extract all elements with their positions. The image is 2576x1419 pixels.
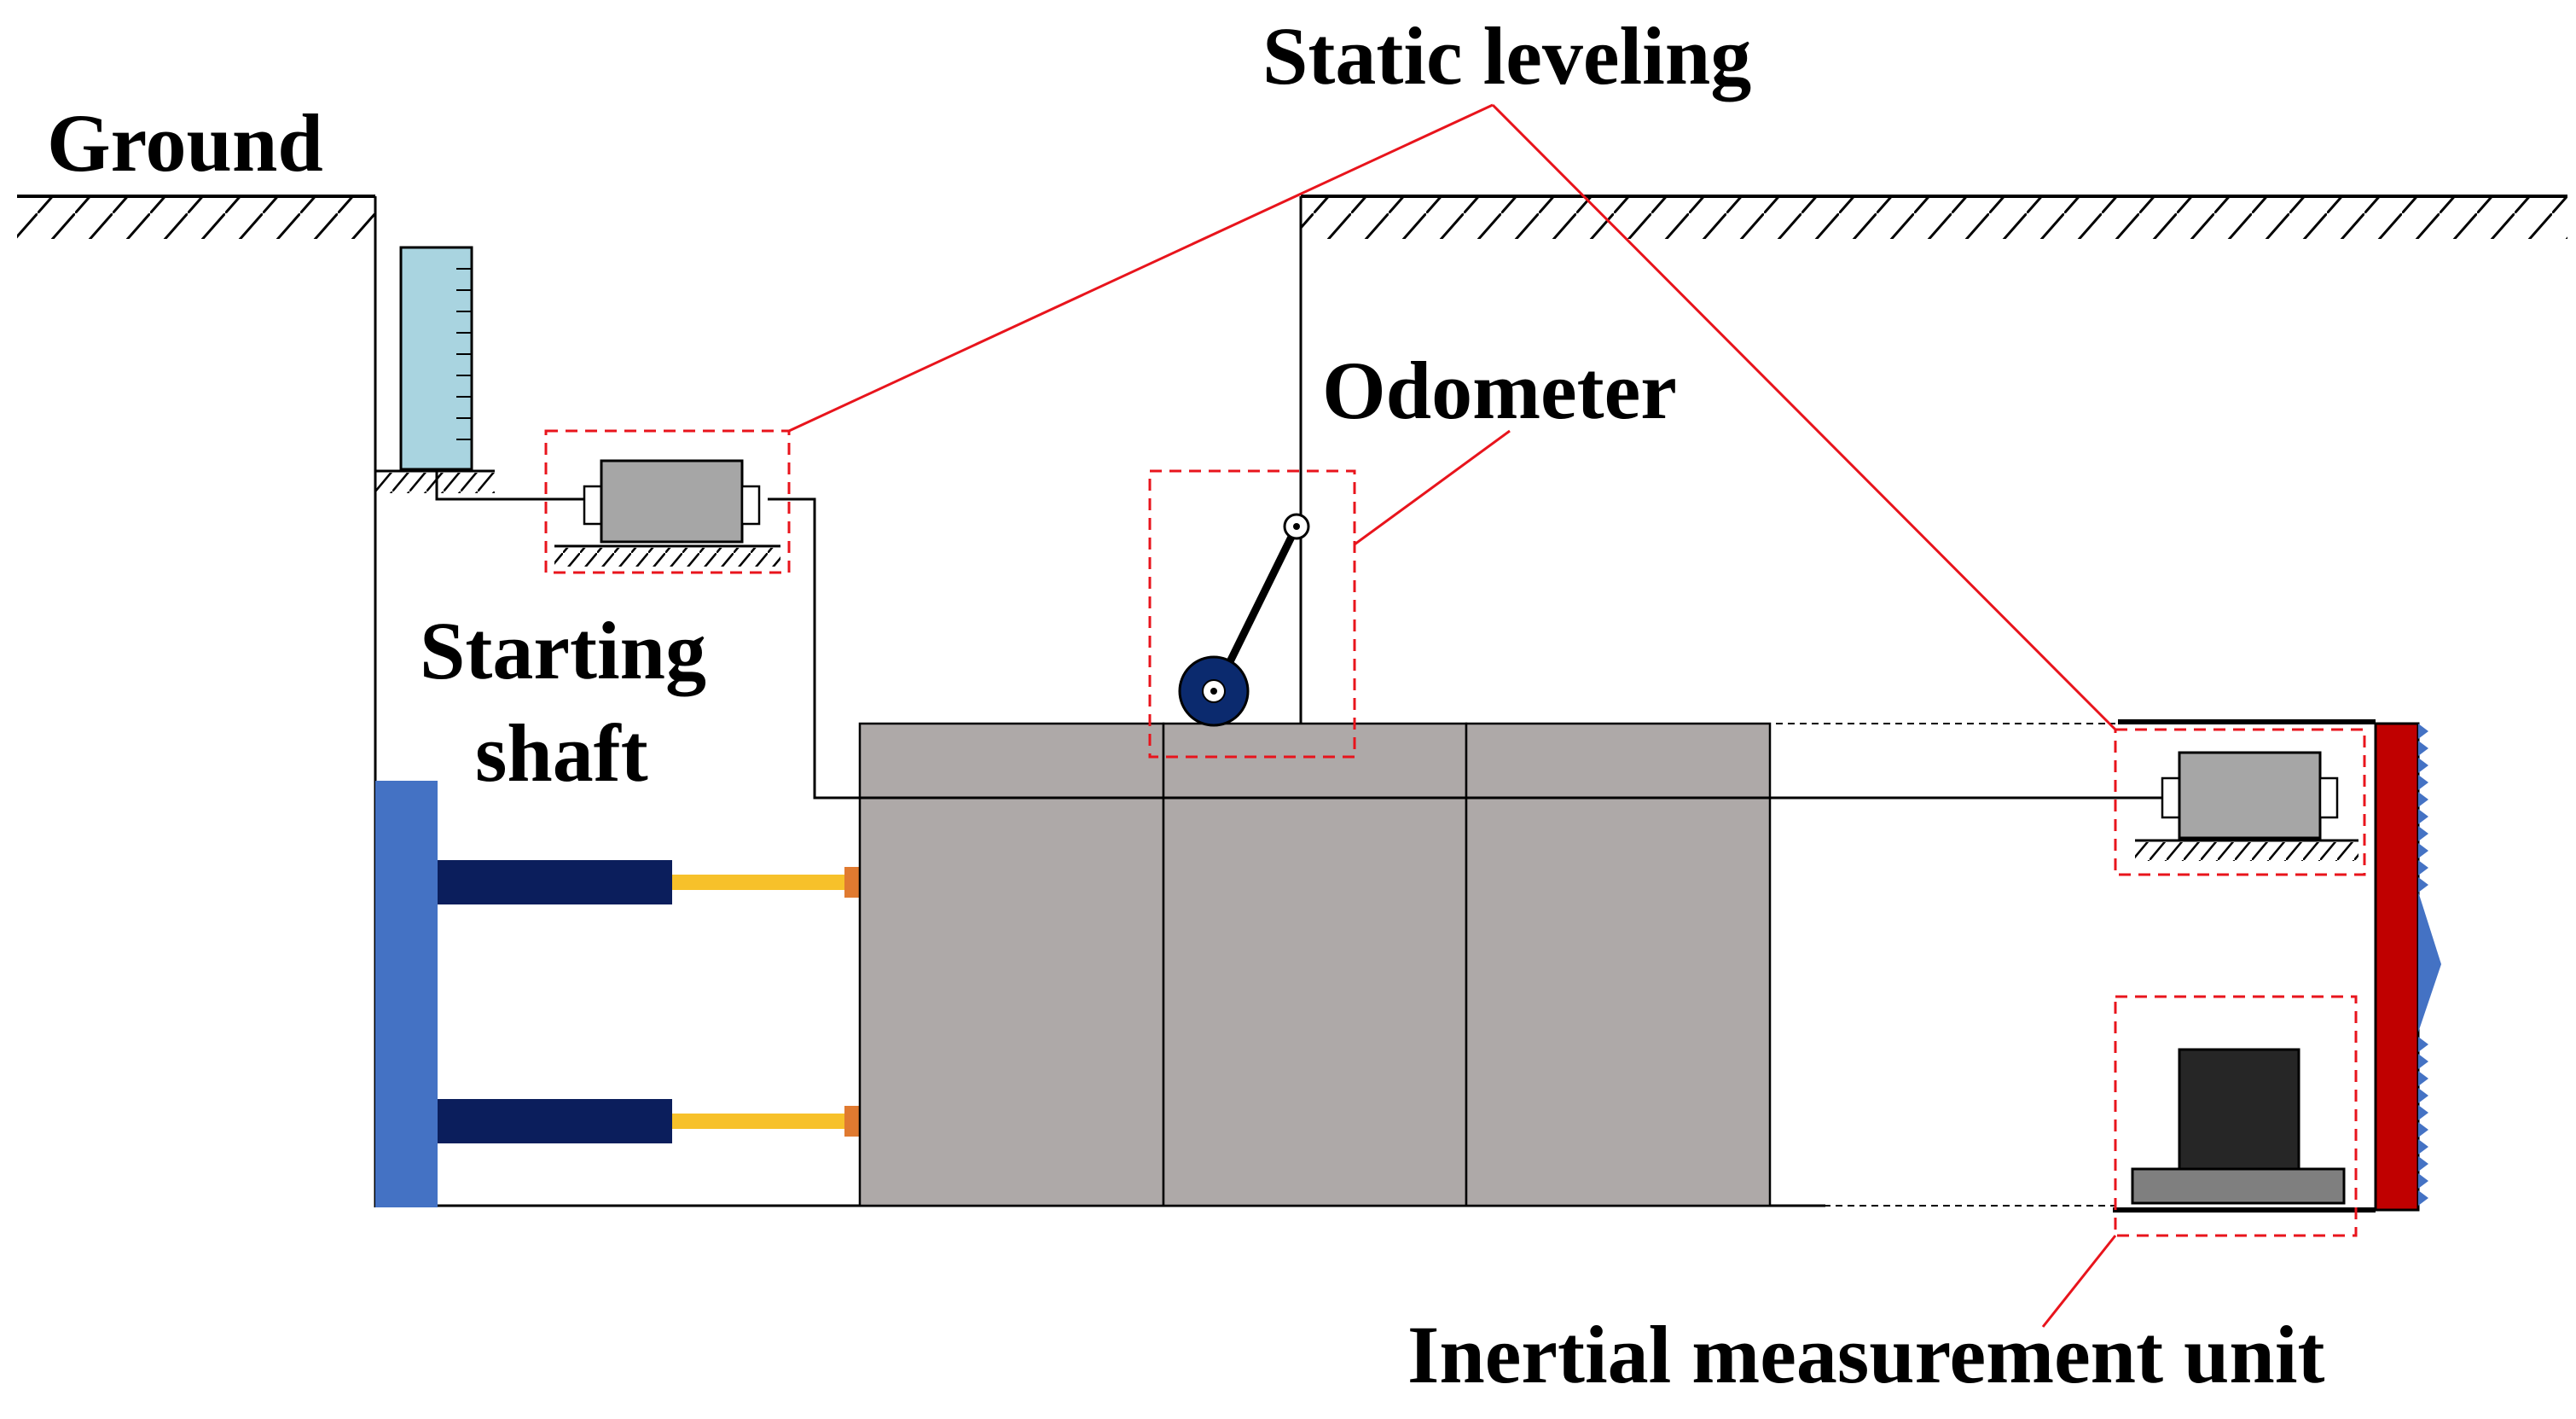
reaction-wall <box>375 781 438 1207</box>
static-level-sensor-2 <box>2135 751 2358 861</box>
odometer-callout-box <box>1148 469 1356 759</box>
imu-callout-box <box>2114 995 2358 1237</box>
wheel-icon <box>1178 655 1250 727</box>
imu-device <box>2131 1048 2346 1205</box>
odometer <box>1178 196 1310 727</box>
hydraulic-jack-lower <box>438 1099 860 1143</box>
cutter-head <box>2113 719 2441 1213</box>
pipe-segment-2 <box>1162 722 1468 1207</box>
cutter-teeth <box>2418 724 2428 1206</box>
sensor-callout-box-2 <box>2114 728 2366 876</box>
ground-surface-right <box>1301 195 2567 239</box>
sensor-callout-box-1 <box>544 429 791 574</box>
label-odometer: Odometer <box>1322 345 1677 436</box>
hydraulic-jack-upper <box>438 860 860 904</box>
label-starting-shaft-line1: Starting <box>420 605 706 696</box>
label-imu: Inertial measurement unit <box>1407 1309 2324 1400</box>
static-level-sensor-icon <box>554 459 780 567</box>
water-tank <box>375 246 495 493</box>
ground-surface-left <box>17 195 375 239</box>
label-static-leveling: Static leveling <box>1262 10 1751 102</box>
pipe-segment-3 <box>1465 722 1772 1207</box>
label-starting-shaft-line2: shaft <box>475 707 648 799</box>
label-ground: Ground <box>47 97 323 189</box>
pipe-segment-1 <box>858 722 1165 1207</box>
callout-leaders <box>788 103 2117 1328</box>
pipe-segments <box>858 722 1772 1207</box>
